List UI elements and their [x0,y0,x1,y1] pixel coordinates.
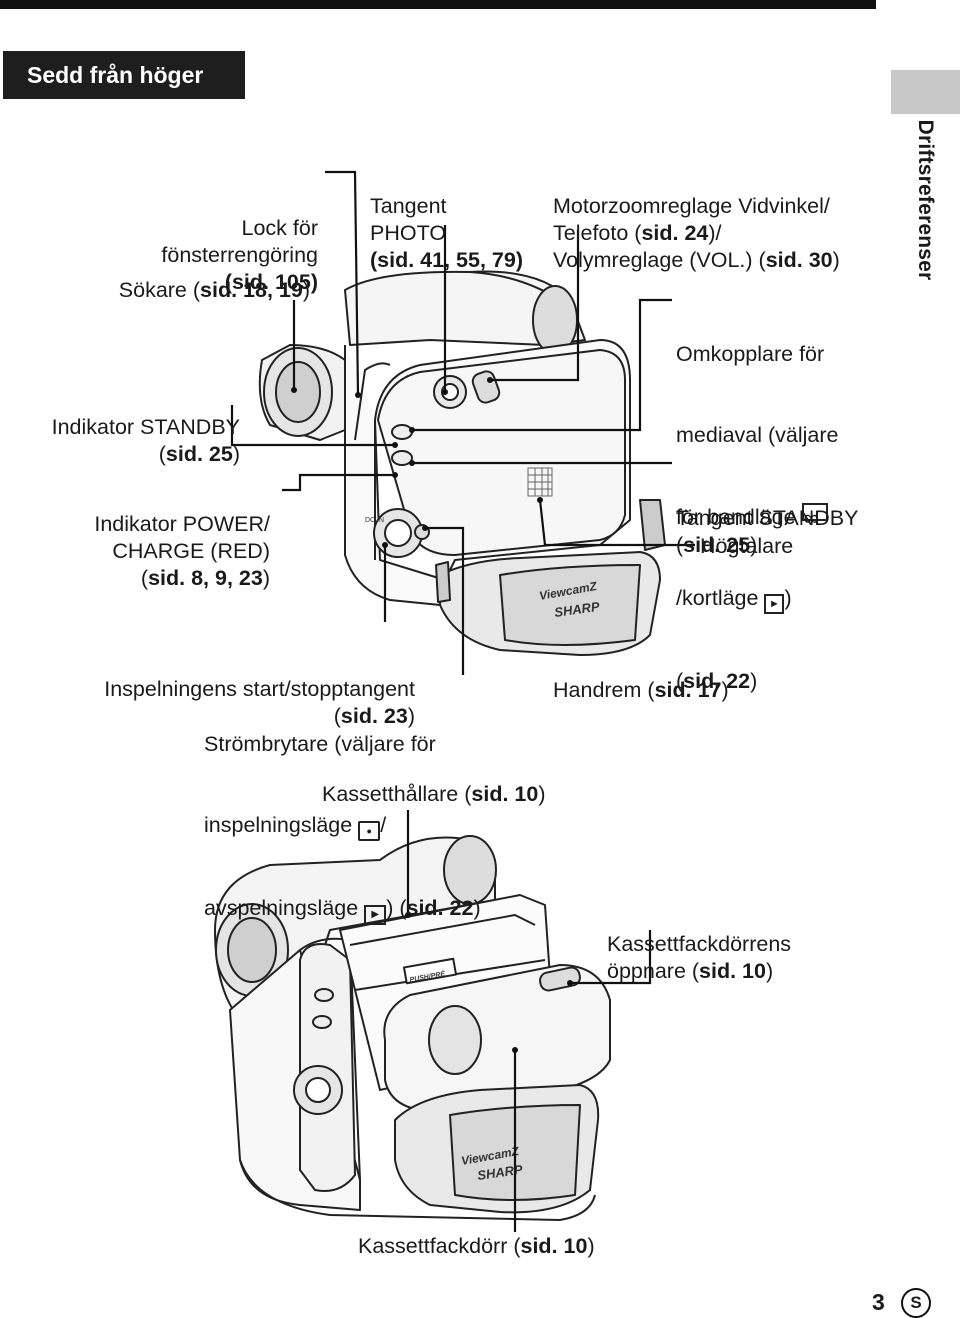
language-mark: S [901,1288,931,1318]
label-rec-button: Inspelningens start/stopptangent(sid. 23… [104,677,415,728]
label-media-switch: Omkopplare för mediaval (väljare för ban… [676,342,839,693]
leader-zoom [490,230,580,382]
label-zoom: Motorzoomreglage Vidvinkel/Telefoto (sid… [553,194,840,272]
leader-power-switch [425,526,465,675]
leader-door-opener [570,930,652,985]
top-rule [0,0,876,9]
page-number: 3 [872,1289,885,1315]
brand-text-bottom: SHARP [476,1162,523,1183]
leader-standby-ind [230,405,395,447]
side-tab-marker [891,70,960,114]
brand-text-top: SHARP [553,599,600,620]
camera-mode-icon: ● [358,821,381,841]
label-speaker: Högtalare [700,534,794,558]
label-sokare: Sökare (sid. 18, 19) [118,278,310,302]
leader-media [412,298,672,432]
top-camcorder-drawing [258,270,666,656]
section-title: Sedd från höger [3,51,245,99]
leader-lock [325,170,360,396]
label-power-indicator: Indikator POWER/CHARGE (RED)(sid. 8, 9, … [94,512,270,590]
bottom-camcorder-drawing [214,835,611,1221]
dc-in-label: DC IN [365,517,384,524]
leader-speaker [538,499,695,547]
label-hand-strap: Handrem (sid. 17) [553,678,729,702]
label-cassette-holder: Kassetthållare (sid. 10) [322,782,546,806]
label-standby-button: Tangent STANDBY(sid. 25) [676,506,859,557]
card-icon: ► [764,594,785,614]
playback-mode-icon: ▶ [364,905,387,925]
label-cassette-door: Kassettfackdörr (sid. 10) [358,1234,595,1258]
label-power-switch: Strömbrytare (väljare för inspelningsläg… [204,677,481,952]
leader-power [282,473,395,492]
label-standby-indicator: Indikator STANDBY(sid. 25) [51,415,240,466]
